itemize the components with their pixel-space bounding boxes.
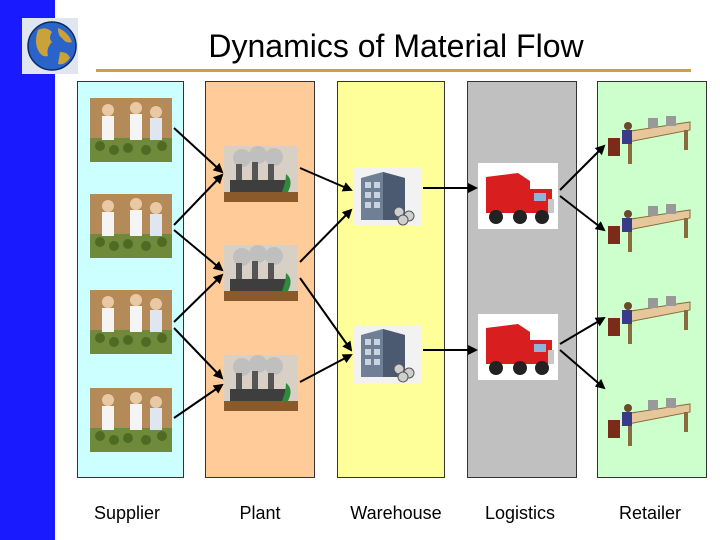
flow-arrow	[299, 208, 353, 263]
factory-icon	[224, 355, 298, 411]
flow-arrow	[559, 316, 606, 345]
factory-icon	[224, 146, 298, 202]
warehouse-label: Warehouse	[350, 503, 442, 523]
globe-icon	[22, 18, 78, 74]
flow-arrow	[173, 127, 224, 174]
flow-arrow	[559, 349, 606, 390]
flow-arrow	[299, 354, 353, 383]
people-with-produce-icon	[90, 98, 172, 162]
warehouse-building-icon	[353, 325, 421, 383]
people-with-produce-icon	[90, 194, 172, 258]
flow-arrow	[173, 273, 224, 323]
left-accent-bar	[0, 0, 55, 540]
logistics-column	[467, 81, 577, 478]
logistics-label: Logistics	[484, 503, 556, 523]
people-with-produce-icon	[90, 290, 172, 354]
flow-arrow	[173, 327, 224, 380]
office-desk-icon	[608, 204, 691, 252]
flow-arrow	[559, 144, 606, 191]
people-with-produce-icon	[90, 388, 172, 452]
flow-arrow	[299, 167, 353, 192]
factory-icon	[224, 245, 298, 301]
office-desk-icon	[608, 296, 691, 344]
supplier-label: Supplier	[93, 503, 161, 523]
title-underline	[96, 69, 691, 72]
flow-arrow	[559, 195, 606, 232]
retailer-label: Retailer	[618, 503, 682, 523]
warehouse-column	[337, 81, 445, 478]
flow-arrow	[173, 383, 224, 419]
warehouse-building-icon	[353, 168, 421, 226]
truck-icon	[478, 314, 558, 380]
plant-label: Plant	[239, 503, 281, 523]
truck-icon	[478, 163, 558, 229]
slide-title: Dynamics of Material Flow	[208, 28, 584, 64]
flow-arrow	[299, 277, 353, 352]
flow-arrow	[173, 229, 224, 272]
flow-arrow	[173, 173, 224, 226]
office-desk-icon	[608, 116, 691, 164]
office-desk-icon	[608, 398, 691, 446]
